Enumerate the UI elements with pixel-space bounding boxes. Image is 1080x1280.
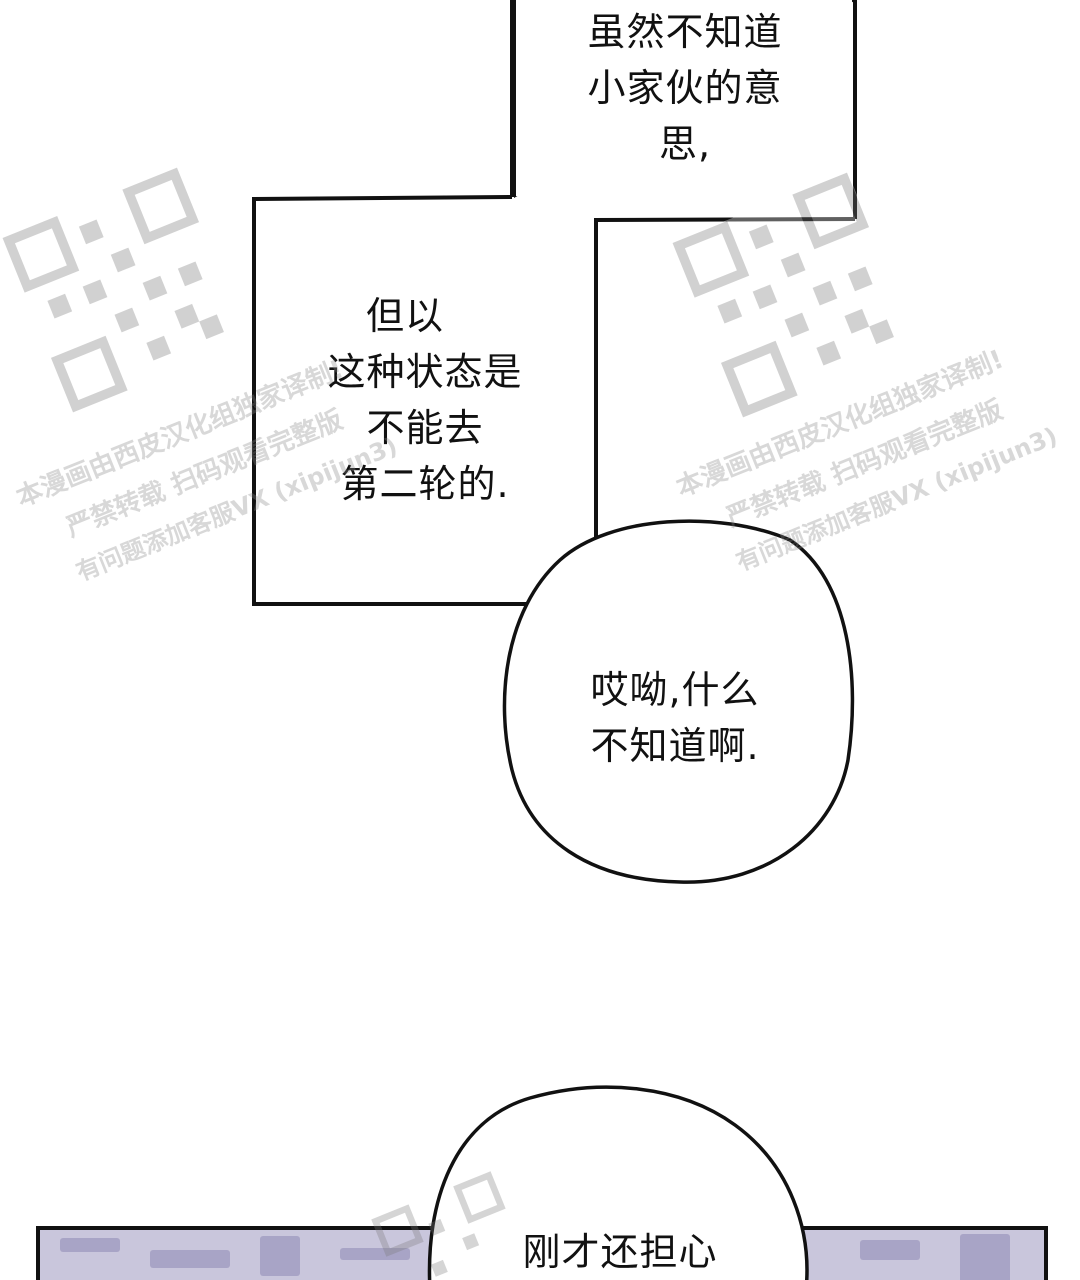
caption-line: 但以 (365, 294, 444, 338)
dialogue-line: 哎呦,什么 (590, 668, 760, 712)
top-caption-text: 虽然不知道 小家伙的意 思, (530, 4, 840, 172)
round-speech-bubble (502, 519, 855, 884)
middle-caption-frame (252, 0, 857, 606)
caption-line: 虽然不知道 (587, 10, 783, 54)
dialogue-line: 不知道啊. (590, 724, 760, 768)
middle-caption-text: 但以 这种状态是 不能去 第二轮的. (290, 288, 560, 512)
qr-code-icon (371, 1171, 506, 1277)
dialogue-line: 刚才还担心 (522, 1230, 718, 1274)
caption-line: 思, (658, 122, 712, 166)
round-bubble-text: 哎呦,什么 不知道啊. (540, 662, 810, 774)
caption-line: 第二轮的. (340, 462, 510, 506)
bottom-bubble-text: 刚才还担心 (470, 1224, 770, 1280)
caption-line: 小家伙的意 (587, 66, 783, 110)
caption-line: 这种状态是 (327, 350, 523, 394)
caption-line: 不能去 (366, 406, 484, 450)
